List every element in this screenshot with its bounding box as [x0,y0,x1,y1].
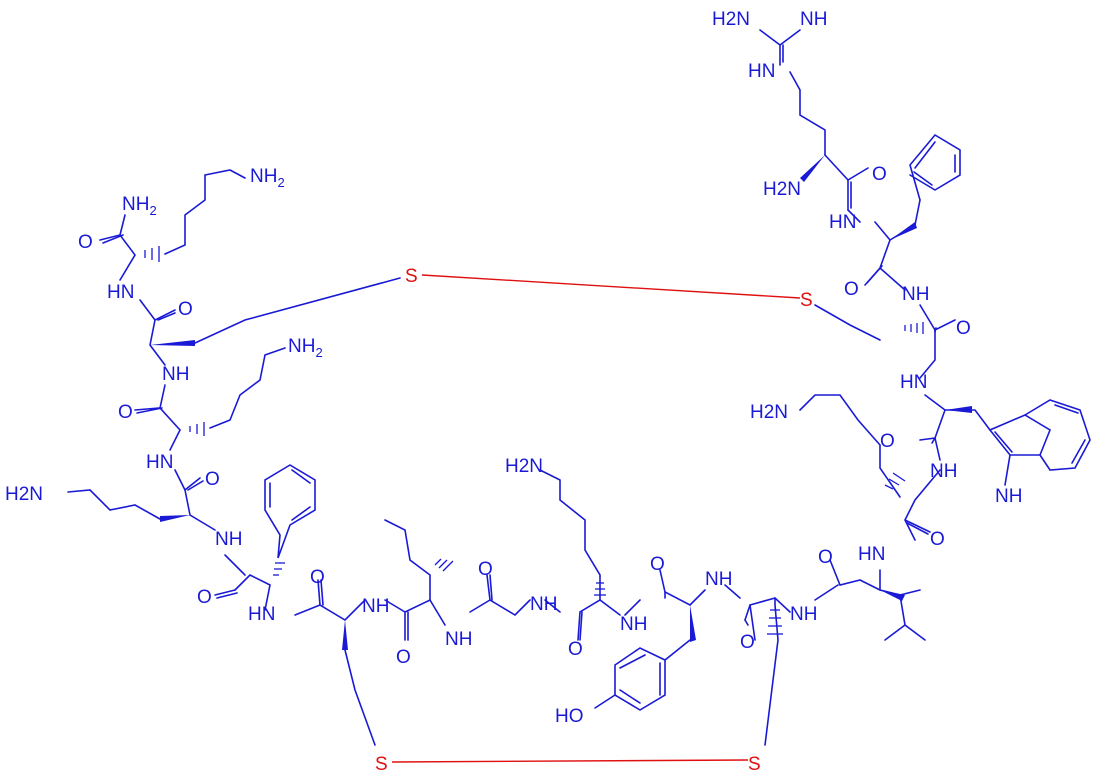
lys-mid-o-label: O [568,639,583,660]
bond-skeleton [67,29,1091,746]
lys-right-o-label: O [930,529,945,550]
lys-mid-nh2-label: H2N [505,456,543,477]
atom-labels: H2N NH HN H2N O HN O NH S O HN O NH H2N … [5,9,1022,775]
hash-lys-right [884,472,906,490]
cys1-o-label: O [956,318,971,339]
lys-top-hn-label: HN [107,282,134,303]
cys1-nh-label: NH [902,284,929,305]
arg-o-label: O [872,164,887,185]
tyr-nh-label: NH [705,569,732,590]
cys2-sulfur-label: S [748,754,761,775]
amide-nh2-label: NH2 [122,194,157,218]
cys2-o-label: O [740,632,755,653]
cys3-o-label: O [310,567,325,588]
val-o-label: O [818,547,833,568]
trp-hn-label: HN [900,372,927,393]
disulfide-bond-top [421,274,801,299]
lys-left-nh-label: NH [215,529,242,550]
cys4-sulfur-label: S [405,266,418,287]
disulfide-bridges [391,274,801,763]
hash-cys1 [904,322,924,334]
gly-nh-label: NH [530,594,557,615]
guanidine-nh-label: NH [800,9,827,30]
phe1-hn-label: HN [829,212,856,233]
cys1-sulfur-label: S [800,290,813,311]
guanidine-hn-label: HN [748,61,775,82]
hash-lys-top [144,246,160,262]
arg-nh2-label: H2N [763,179,801,200]
hash-phe2 [273,562,285,576]
amide-o-label: O [78,232,93,253]
lys-mid-nh-label: NH [620,614,647,635]
trp-o-label: O [880,431,895,452]
phe1-o-label: O [844,279,859,300]
ile-nh-label: NH [445,629,472,650]
lys-left-o-label: O [205,469,220,490]
lys-left2-o-label: O [118,402,133,423]
lys-top-nh2-label: NH2 [250,166,285,190]
tyr-o-label: O [650,554,665,575]
ile-o-label: O [396,647,411,668]
val-nh-label: NH [790,604,817,625]
indole-nh-label: NH [995,486,1022,507]
disulfide-bond-bottom [391,759,749,763]
lys-left2-nh2-label: NH2 [288,336,323,360]
val-hn-label: HN [858,544,885,565]
tyr-ho-label: HO [555,706,584,727]
hash-lys-left2 [189,422,205,436]
hash-ile [434,558,454,572]
guanidine-nh2-label: H2N [712,9,750,30]
cys4-o-label: O [178,299,193,320]
phe2-hn-label: HN [248,604,275,625]
cys3-nh-label: NH [362,596,389,617]
lys-right-nh2-label: H2N [750,402,788,423]
phe2-o-label: O [197,587,212,608]
hash-cys2 [767,609,783,635]
lys-left-nh2-label: H2N [5,484,43,505]
hash-lys-middle [594,582,606,596]
lys-right-nh-label: NH [930,461,957,482]
lys-left2-hn-label: HN [146,452,173,473]
cys3-sulfur-label: S [375,754,388,775]
gly-o-label: O [478,559,493,580]
cys4-nh-label: NH [162,364,189,385]
